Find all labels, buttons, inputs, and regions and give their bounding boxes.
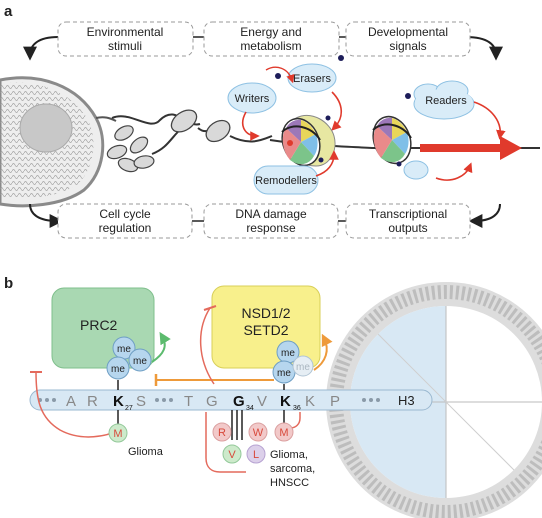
svg-text:Environmental: Environmental xyxy=(87,25,164,39)
svg-text:Transcriptional: Transcriptional xyxy=(369,207,447,221)
nsd-label: NSD1/2 xyxy=(241,305,290,321)
k27m-mutation xyxy=(108,423,128,443)
top-box-energy-metabolism: Energy and metabolism xyxy=(203,21,340,57)
svg-text:M: M xyxy=(113,428,122,440)
svg-text:me: me xyxy=(296,362,310,373)
nucleus-illustration xyxy=(0,76,117,208)
mark-dot xyxy=(318,157,324,163)
g34-k36-mutations: R V W L M xyxy=(205,410,301,473)
g34l-mutation: L xyxy=(253,449,259,461)
bottom-box-cell-cycle: Cell cycle regulation xyxy=(57,203,193,239)
modify-arrow xyxy=(265,66,295,84)
svg-text:me: me xyxy=(281,348,295,359)
svg-text:regulation: regulation xyxy=(99,221,152,235)
writers-bubble xyxy=(227,82,277,114)
mark-dot xyxy=(275,73,281,79)
bottom-right-arrow xyxy=(468,203,501,228)
svg-text:stimuli: stimuli xyxy=(108,39,142,53)
svg-text:T: T xyxy=(184,393,193,410)
prc2-feedback-arrow xyxy=(151,331,171,363)
mark-dot xyxy=(325,115,331,121)
panel-b-letter: b xyxy=(4,275,13,292)
svg-text:signals: signals xyxy=(389,39,426,53)
svg-text:Developmental: Developmental xyxy=(368,25,448,39)
svg-text:DNA damage: DNA damage xyxy=(235,207,307,221)
top-box-developmental-signals: Developmental signals xyxy=(345,21,471,57)
g34w-mutation: W xyxy=(253,427,264,439)
svg-text:R: R xyxy=(87,393,98,410)
g34r-mutation: R xyxy=(218,427,226,439)
transcription-arrow xyxy=(435,162,473,181)
bottom-left-arrow xyxy=(29,203,64,228)
svg-text:response: response xyxy=(246,221,296,235)
transcription-output-arrow xyxy=(420,136,522,160)
mark-dot xyxy=(338,55,344,61)
remodellers-label: Remodellers xyxy=(255,175,317,187)
svg-text:27: 27 xyxy=(125,405,133,412)
nsd-feedback-arrow xyxy=(313,333,333,371)
svg-text:metabolism: metabolism xyxy=(240,39,301,53)
residue-k36: K xyxy=(280,393,291,410)
svg-text:me: me xyxy=(111,364,125,375)
k27m-inhibits-prc2 xyxy=(35,371,119,438)
svg-text:Cell cycle: Cell cycle xyxy=(99,207,151,221)
residue-g34: G xyxy=(233,393,245,410)
writers-label: Writers xyxy=(235,93,270,105)
residue-k27: K xyxy=(113,393,124,410)
svg-text:36: 36 xyxy=(293,405,301,412)
erasers-label: Erasers xyxy=(293,73,331,85)
g34-inhibits-nsd xyxy=(200,307,215,385)
svg-text:34: 34 xyxy=(246,405,254,412)
nucleosome-2 xyxy=(372,115,412,165)
top-box-environmental-stimuli: Environmental stimuli xyxy=(57,21,194,57)
readers-arrow xyxy=(473,101,506,140)
tumour-label-2: sarcoma, xyxy=(270,463,315,475)
tail-dots xyxy=(38,398,380,402)
nsd-methyl-groups: me me me xyxy=(272,340,314,384)
mark-dot xyxy=(405,93,411,99)
condensed-nucleosomes xyxy=(106,109,273,173)
mark-dot xyxy=(396,161,402,167)
glioma-label: Glioma xyxy=(128,446,164,458)
setd2-label: SETD2 xyxy=(243,322,288,338)
k36m-mutation: M xyxy=(279,427,288,439)
svg-text:me: me xyxy=(277,368,291,379)
svg-text:K: K xyxy=(305,393,315,410)
writers-arrow xyxy=(241,111,260,141)
reader-blob xyxy=(403,160,429,180)
svg-text:me: me xyxy=(117,344,131,355)
g34v-mutation: V xyxy=(228,449,236,461)
remodellers-arrow xyxy=(315,150,339,177)
panel-a-letter: a xyxy=(4,3,13,20)
bottom-box-transcriptional-outputs: Transcriptional outputs xyxy=(345,203,471,239)
h3-tail xyxy=(29,389,433,411)
svg-text:A: A xyxy=(66,393,76,410)
svg-text:P: P xyxy=(330,393,340,410)
svg-text:V: V xyxy=(257,393,267,410)
svg-text:me: me xyxy=(133,356,147,367)
tumour-label-1: Glioma, xyxy=(270,449,308,461)
h3-label: H3 xyxy=(398,393,415,408)
h3-histone-core xyxy=(326,282,542,518)
nucleosome-1 xyxy=(281,114,336,167)
erasers-arrow xyxy=(331,91,343,131)
prc2-label: PRC2 xyxy=(80,317,118,333)
svg-text:G: G xyxy=(206,393,218,410)
tumour-label-3: HNSCC xyxy=(270,477,309,489)
top-left-arrow xyxy=(23,36,59,61)
readers-label: Readers xyxy=(425,95,467,107)
svg-text:S: S xyxy=(136,393,146,410)
bottom-box-dna-damage: DNA damage response xyxy=(203,203,339,239)
prc2-methyl-groups: me me me xyxy=(106,336,152,380)
top-right-arrow xyxy=(465,36,503,61)
svg-text:Energy and: Energy and xyxy=(240,25,301,39)
remodellers-bubble xyxy=(253,165,319,195)
tail-residues: A R K 27 S T G G 34 V K 36 K P xyxy=(66,393,340,412)
readers-bubble xyxy=(413,80,475,120)
svg-text:outputs: outputs xyxy=(388,221,427,235)
